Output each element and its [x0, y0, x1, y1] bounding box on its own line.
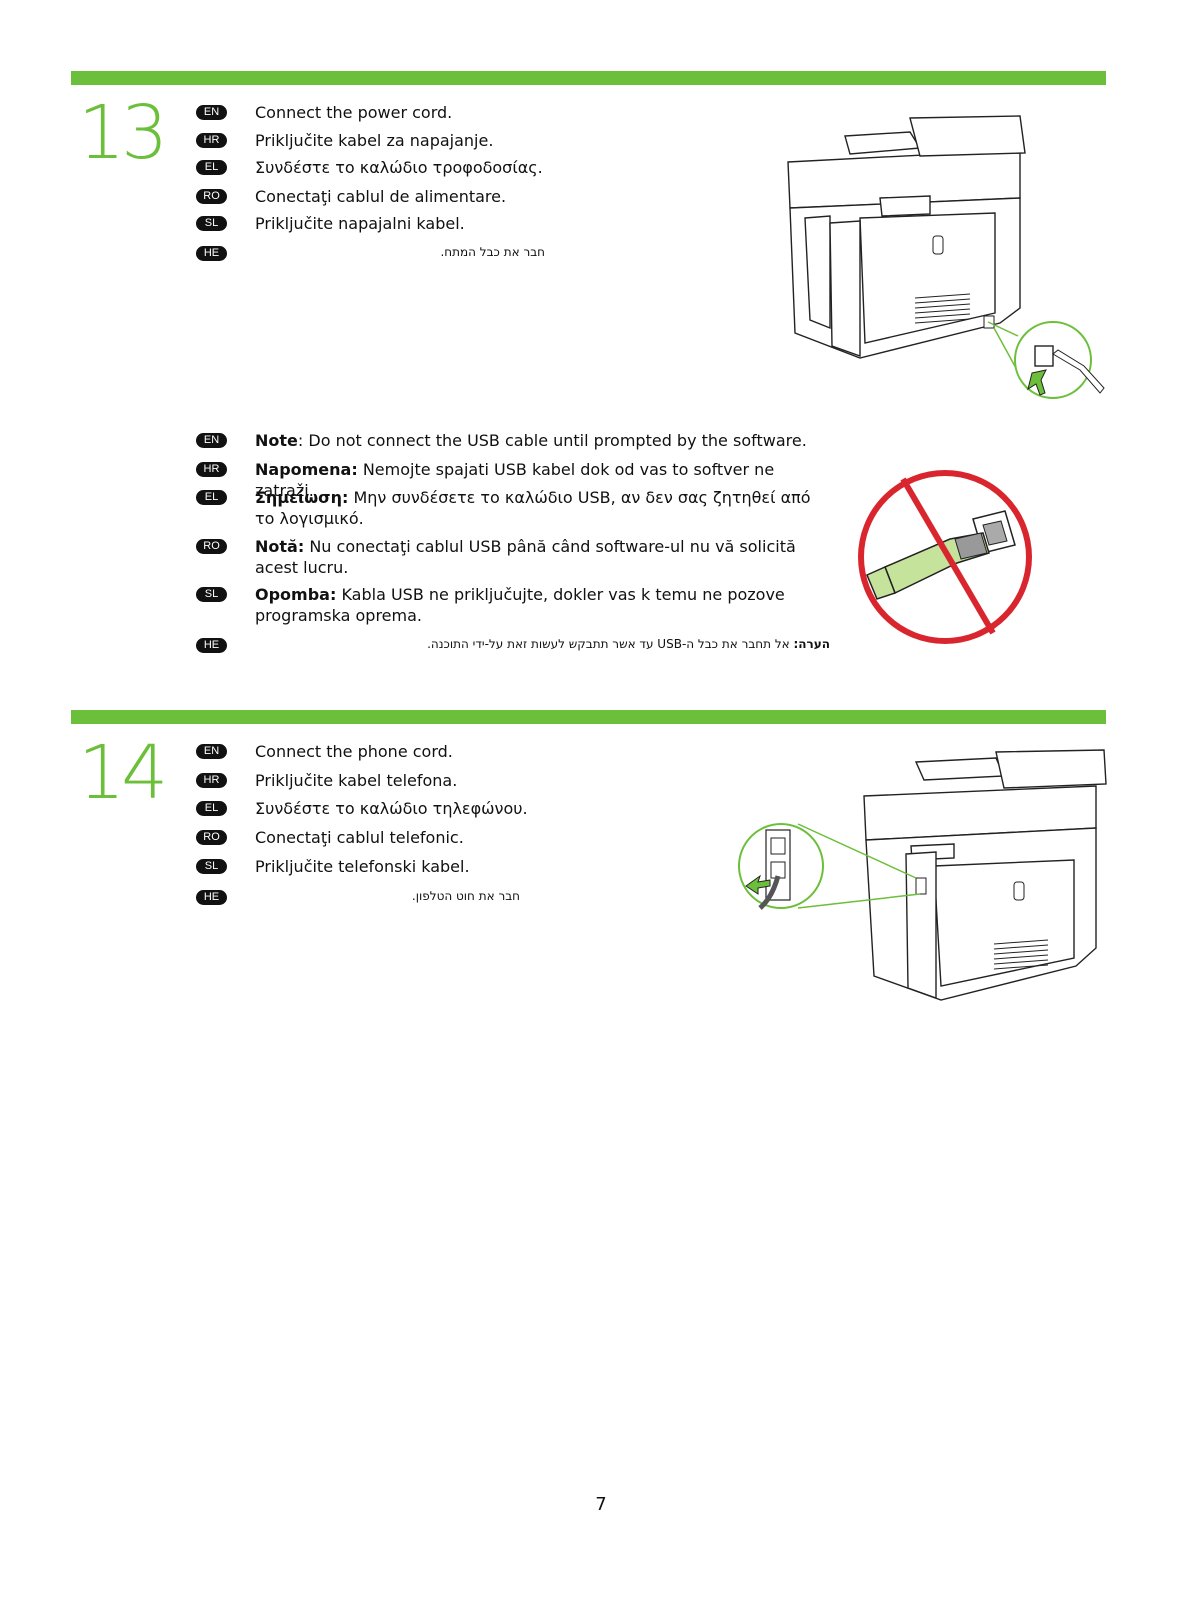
instruction-text: Priključite napajalni kabel.: [255, 214, 465, 233]
lang-badge: SL: [196, 859, 227, 874]
note-label: Opomba:: [255, 585, 337, 604]
printer-phone-illustration: [738, 749, 1107, 1001]
note-text: Napomena: Nemojte spajati USB kabel dok …: [255, 459, 830, 501]
note-text: הערה: אל תחבר את כבל ה-USB עד אשר תתבקש …: [255, 635, 830, 653]
instruction-text: Connect the power cord.: [255, 103, 453, 122]
lang-badge: RO: [196, 539, 227, 554]
lang-badge: RO: [196, 830, 227, 845]
note-body: Nu conectaţi cablul USB până când softwa…: [255, 537, 796, 577]
lang-badge: HE: [196, 246, 227, 261]
instruction-text: Συνδέστε το καλώδιο τηλεφώνου.: [255, 799, 528, 818]
section-divider-13: [71, 71, 1106, 85]
section-divider-14: [71, 710, 1106, 724]
lang-badge: EL: [196, 160, 227, 175]
note-body: אל תחבר את כבל ה-USB עד אשר תתבקש לעשות …: [427, 637, 794, 651]
lang-badge: EN: [196, 433, 227, 448]
step-number: 14: [78, 730, 168, 816]
printer-power-illustration: [787, 115, 1105, 399]
lang-badge: HR: [196, 773, 227, 788]
lang-badge: EL: [196, 801, 227, 816]
instruction-text: Priključite kabel telefona.: [255, 771, 458, 790]
note-body: Μην συνδέσετε το καλώδιο USB, αν δεν σας…: [255, 488, 811, 528]
instruction-text: Priključite kabel za napajanje.: [255, 131, 494, 150]
instruction-text: Conectaţi cablul de alimentare.: [255, 187, 507, 206]
note-label: Notă:: [255, 537, 305, 556]
lang-badge: SL: [196, 216, 227, 231]
note-label: הערה:: [793, 637, 830, 651]
instruction-text: חבר את כבל המתח.: [440, 245, 545, 259]
lang-badge: HE: [196, 638, 227, 653]
lang-badge: HR: [196, 133, 227, 148]
instruction-text: Priključite telefonski kabel.: [255, 857, 470, 876]
instruction-text: חבר את חוט הטלפון.: [411, 889, 520, 903]
note-label: Σημείωση:: [255, 488, 349, 507]
page-number: 7: [595, 1494, 607, 1515]
note-label: Note: [255, 431, 298, 450]
note-text: Note: Do not connect the USB cable until…: [255, 430, 830, 451]
no-usb-icon: [858, 470, 1032, 644]
lang-badge: HE: [196, 890, 227, 905]
instruction-text: Συνδέστε το καλώδιο τροφοδοσίας.: [255, 158, 543, 177]
lang-badge: HR: [196, 462, 227, 477]
lang-badge: EN: [196, 744, 227, 759]
lang-badge: EN: [196, 105, 227, 120]
lang-badge: SL: [196, 587, 227, 602]
note-body: : Do not connect the USB cable until pro…: [297, 431, 807, 450]
note-label: Napomena:: [255, 460, 358, 479]
instruction-text: Conectaţi cablul telefonic.: [255, 828, 464, 847]
step-number: 13: [78, 90, 168, 176]
lang-badge: RO: [196, 189, 227, 204]
lang-badge: EL: [196, 490, 227, 505]
note-text: Σημείωση: Μην συνδέσετε το καλώδιο USB, …: [255, 487, 830, 529]
instruction-text: Connect the phone cord.: [255, 742, 453, 761]
note-body: Kabla USB ne priključujte, dokler vas k …: [255, 585, 785, 625]
note-text: Opomba: Kabla USB ne priključujte, dokle…: [255, 584, 830, 626]
note-text: Notă: Nu conectaţi cablul USB până când …: [255, 536, 830, 578]
note-body: Nemojte spajati USB kabel dok od vas to …: [255, 460, 775, 500]
